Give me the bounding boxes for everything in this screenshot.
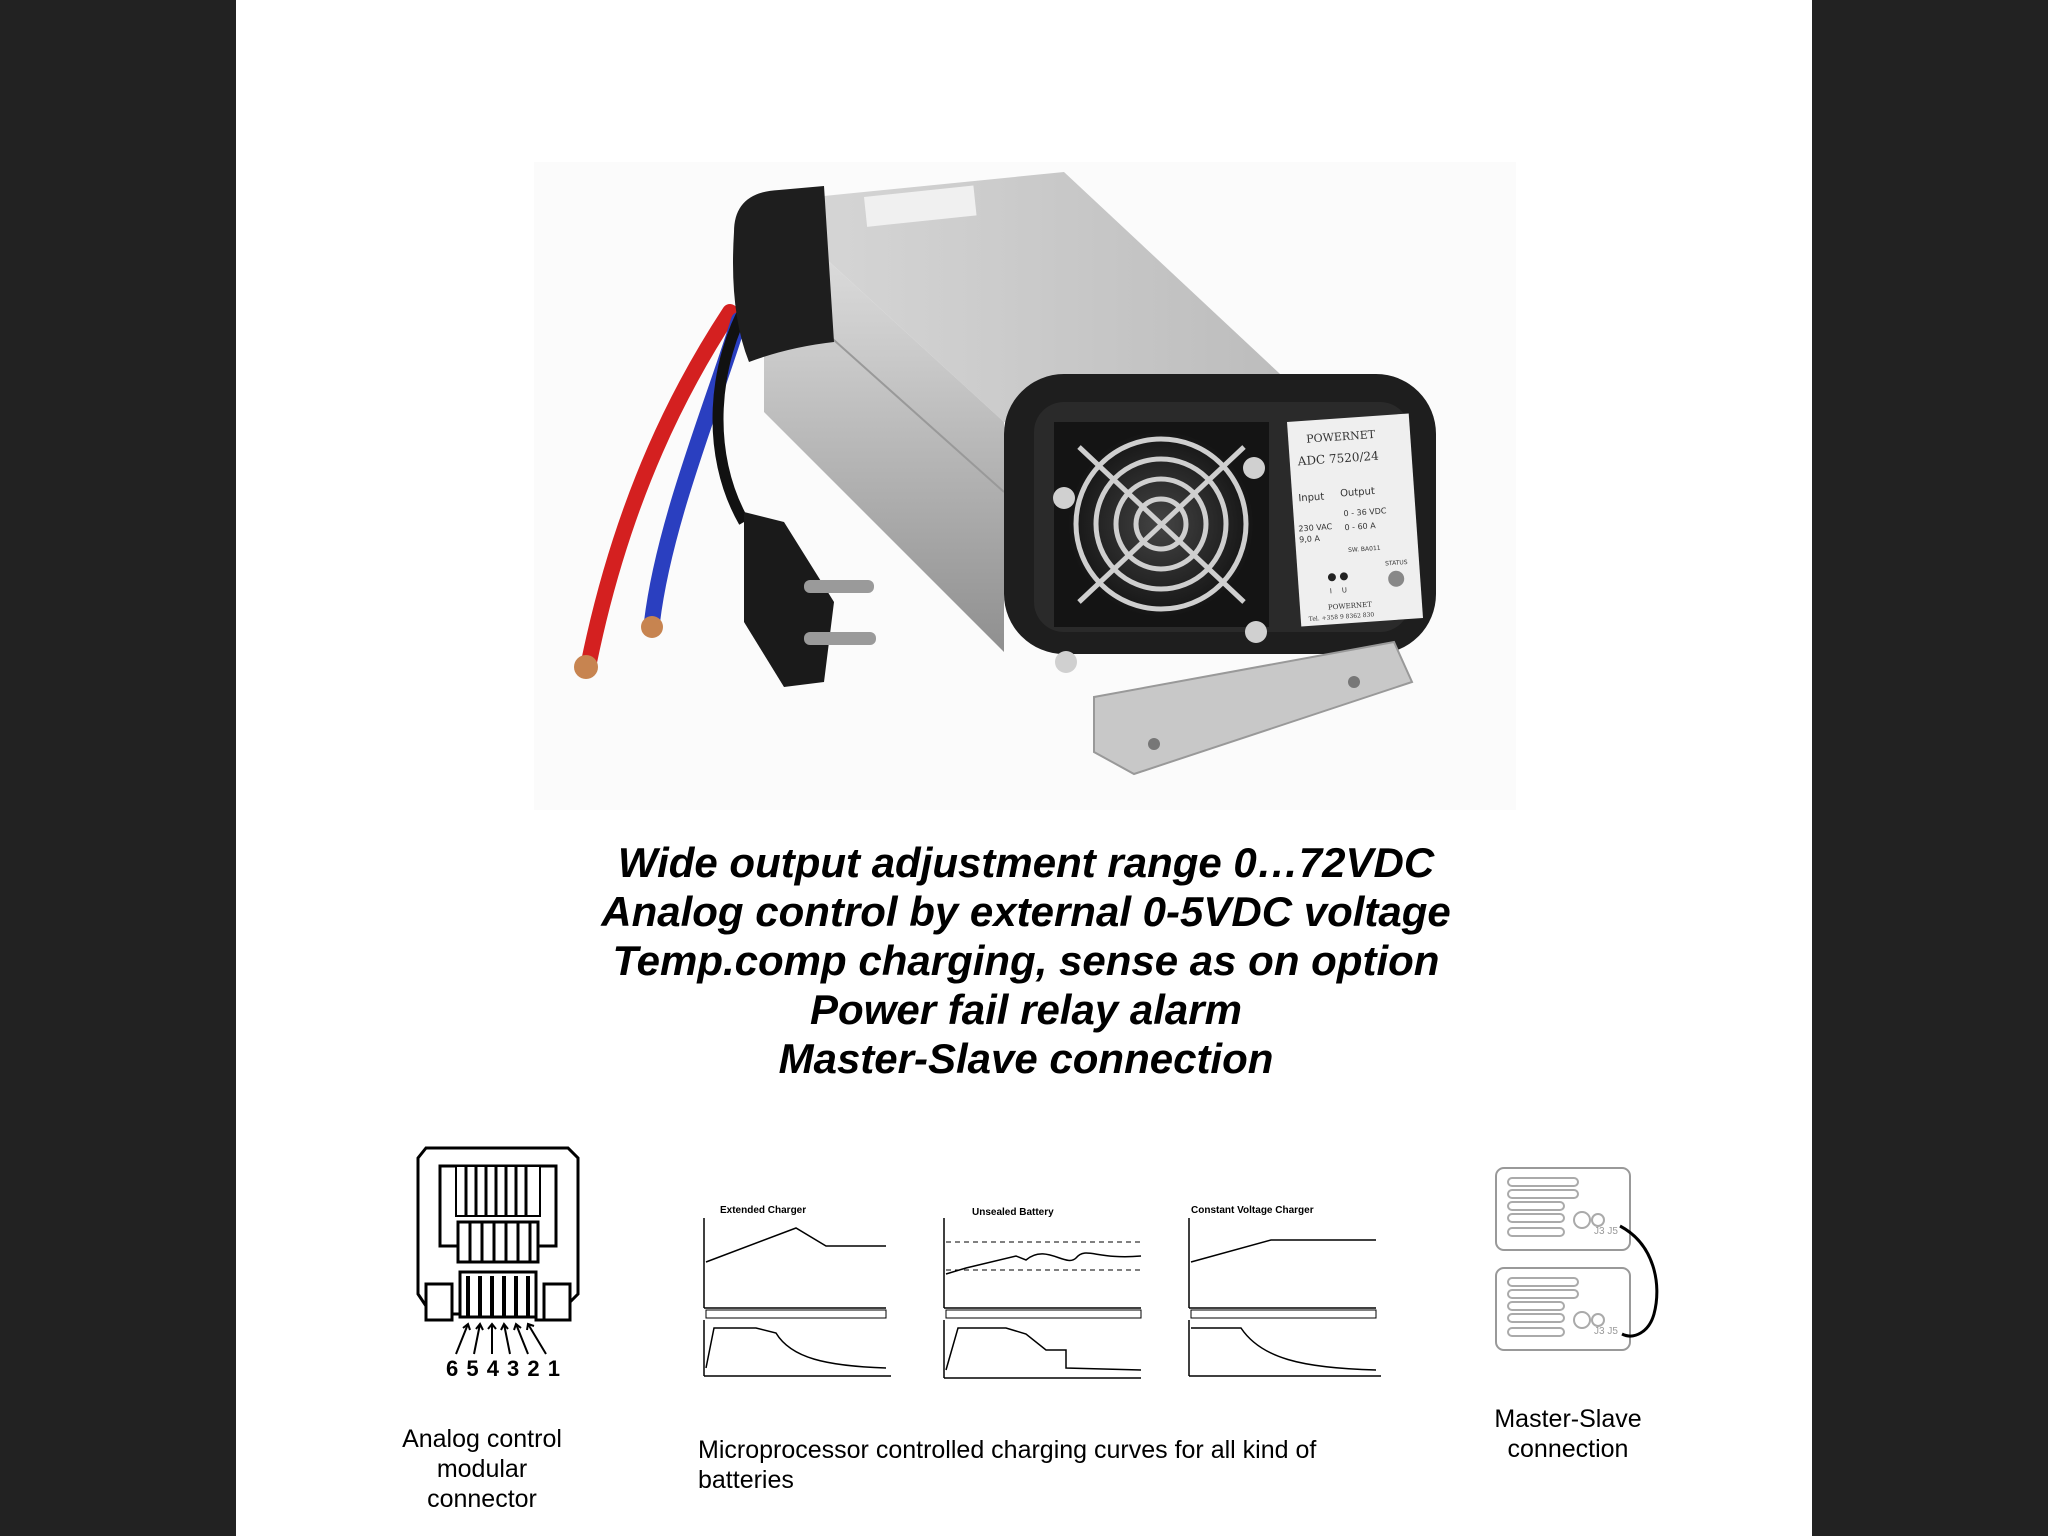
curve-title-unsealed: Unsealed Battery <box>972 1207 1054 1218</box>
label-output-voltage: 0 - 36 VDC <box>1343 506 1387 518</box>
curve-panel-unsealed: Unsealed Battery <box>943 1207 1142 1379</box>
curve-title-extended: Extended Charger <box>720 1205 806 1216</box>
curves-caption: Microprocessor controlled charging curve… <box>698 1436 1317 1494</box>
connector-pin-numbers: 6 5 4 3 2 1 <box>446 1356 561 1381</box>
top-label-sticker <box>864 185 977 227</box>
unit-board-top: J3 J5 <box>1495 1167 1631 1251</box>
document-page: ​ <box>236 0 1812 1536</box>
feature-item: Analog control by external 0-5VDC voltag… <box>601 888 1451 935</box>
fan-grille <box>1053 422 1269 673</box>
label-input-voltage: 230 VAC <box>1298 522 1333 533</box>
label-status: STATUS <box>1385 559 1408 568</box>
feature-item: Master-Slave connection <box>778 1035 1274 1082</box>
label-sw: SW. BA011 <box>1348 545 1381 554</box>
modular-connector-diagram: 6 5 4 3 2 1 <box>416 1146 580 1381</box>
label-brand: POWERNET <box>1306 428 1376 446</box>
svg-text:J3 J5: J3 J5 <box>1594 1326 1618 1337</box>
mounting-bracket <box>1093 640 1414 776</box>
label-model: ADC 7520/24 <box>1296 449 1379 469</box>
master-slave-diagram: J3 J5 J3 J5 <box>1495 1167 1659 1351</box>
unit-board-bottom: J3 J5 <box>1495 1267 1631 1351</box>
power-plug <box>744 512 876 687</box>
housing-top <box>764 172 1294 422</box>
feature-list: Wide output adjustment range 0…72VDC Ana… <box>516 838 1536 1083</box>
page-title-fragment: ​ <box>736 0 1636 8</box>
curve-panel-constant: Constant Voltage Charger <box>1188 1205 1381 1377</box>
charger-photo: POWERNET ADC 7520/24 Input 230 VAC 9,0 A… <box>534 162 1516 810</box>
label-output: Output <box>1340 486 1375 499</box>
link-cable <box>1619 1224 1659 1338</box>
label-output-current: 0 - 60 A <box>1344 521 1376 532</box>
curve-title-constant: Constant Voltage Charger <box>1191 1205 1314 1216</box>
label-input-current: 9,0 A <box>1299 534 1321 544</box>
svg-text:I: I <box>1330 587 1333 595</box>
power-cord <box>712 299 753 525</box>
red-cable-end <box>574 655 598 679</box>
feature-item: Wide output adjustment range 0…72VDC <box>617 839 1435 886</box>
svg-text:U: U <box>1342 586 1348 594</box>
led-i <box>1327 573 1336 582</box>
rear-end-cap <box>733 186 834 362</box>
label-footer-brand: POWERNET <box>1328 601 1373 612</box>
connector-caption: Analog control modular connector <box>402 1425 562 1513</box>
feature-item: Power fail relay alarm <box>810 986 1242 1033</box>
svg-text:J3 J5: J3 J5 <box>1594 1226 1618 1237</box>
master-slave-caption: Master-Slave connection <box>1494 1405 1642 1463</box>
label-input: Input <box>1298 492 1325 505</box>
red-cable <box>581 304 738 670</box>
label-phone: Tel. +358 9 8362 830 <box>1309 611 1375 623</box>
blue-cable-end <box>641 616 663 638</box>
status-led <box>1388 570 1405 587</box>
curve-panel-extended: Extended Charger <box>703 1205 891 1377</box>
feature-item: Temp.comp charging, sense as on option <box>612 937 1440 984</box>
led-u <box>1339 572 1348 581</box>
charging-curves-diagram: Extended Charger Unsealed Battery Consta… <box>703 1205 1381 1379</box>
front-label-plate: POWERNET ADC 7520/24 Input 230 VAC 9,0 A… <box>1287 413 1424 627</box>
